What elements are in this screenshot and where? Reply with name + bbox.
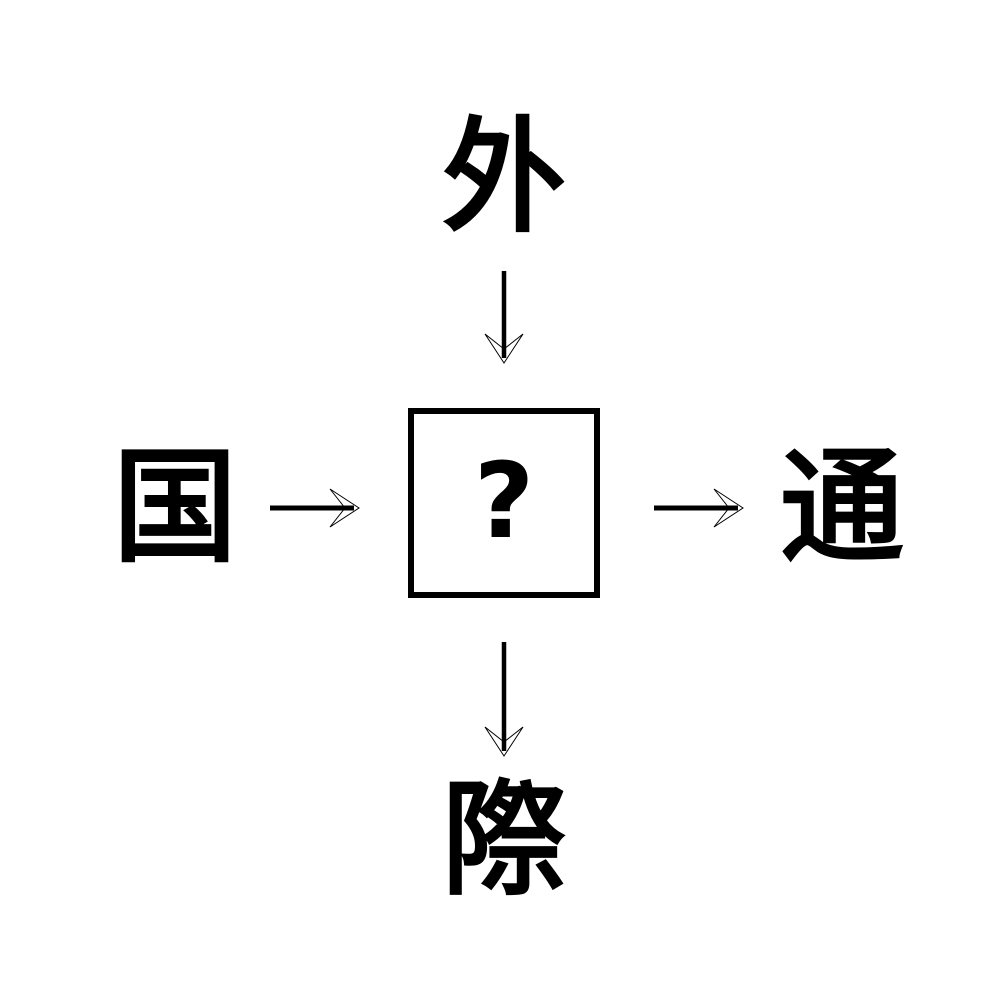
kanji-top: 外	[394, 110, 614, 246]
arrow-right-center-to-right-icon	[652, 486, 744, 530]
kanji-right-glyph: 通	[779, 436, 904, 580]
kanji-left: 国	[65, 440, 285, 576]
kanji-right: 通	[732, 440, 952, 576]
arrow-down-top-to-center-icon	[482, 270, 526, 364]
kanji-bottom: 際	[394, 773, 614, 909]
kanji-bottom-glyph: 際	[441, 769, 566, 913]
arrow-right-left-to-center-icon	[268, 486, 360, 530]
kanji-top-glyph: 外	[441, 106, 566, 250]
answer-box[interactable]: ?	[408, 408, 600, 598]
kanji-left-glyph: 国	[112, 436, 237, 580]
arrow-down-center-to-bottom-icon	[482, 641, 526, 759]
unknown-answer-mark: ?	[473, 440, 535, 562]
